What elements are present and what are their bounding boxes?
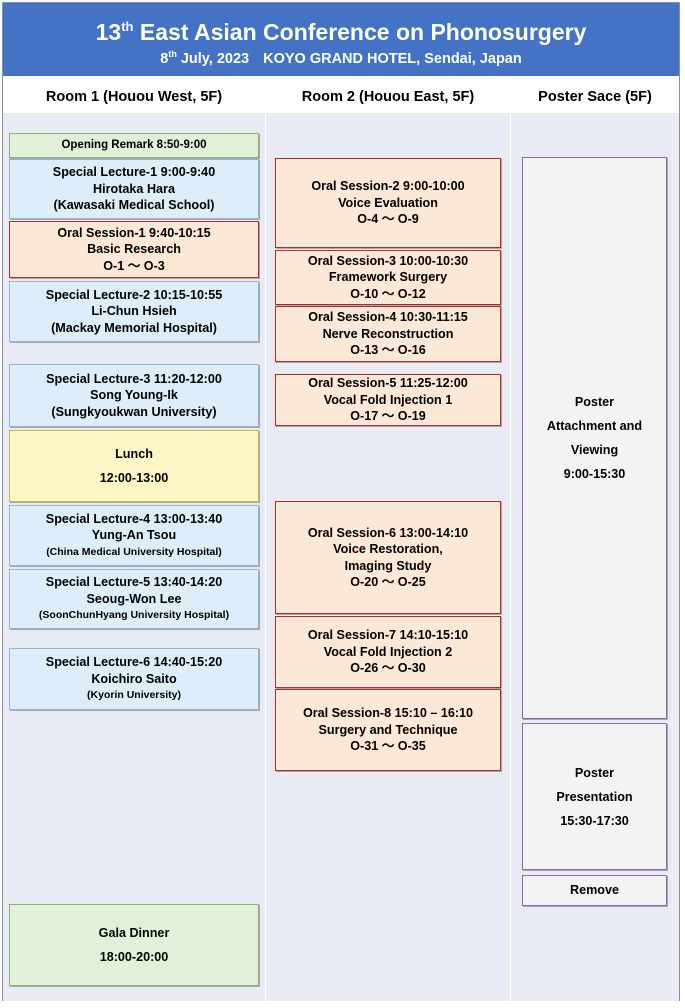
- special-lecture-2: Special Lecture-2 10:15-10:55 Li-Chun Hs…: [9, 281, 259, 342]
- presentation-range: O-26 〜 O-30: [350, 661, 426, 676]
- session-title: Oral Session-8 15:10 – 16:10: [302, 706, 474, 721]
- oral-session-2: Oral Session-2 9:00-10:00 Voice Evaluati…: [275, 158, 501, 248]
- session-topic: Imaging Study: [344, 558, 432, 573]
- presentation-range: O-20 〜 O-25: [350, 575, 426, 589]
- session-title: Oral Session-6 13:00-14:10: [307, 525, 469, 540]
- session-title: Special Lecture-6 14:40-15:20: [45, 655, 223, 670]
- session-title: Special Lecture-4 13:00-13:40: [45, 511, 223, 526]
- session-title: Oral Session-3 10:00-10:30: [307, 253, 469, 268]
- oral-session-1: Oral Session-1 9:40-10:15 Basic Research…: [9, 221, 259, 278]
- speaker-name: Yung-An Tsou: [91, 528, 177, 543]
- poster-time: 9:00-15:30: [563, 467, 626, 481]
- special-lecture-1: Special Lecture-1 9:00-9:40 Hirotaka Har…: [9, 159, 259, 219]
- opening-remark-label: Opening Remark 8:50-9:00: [61, 139, 207, 152]
- session-title: Special Lecture-3 11:20-12:00: [46, 371, 222, 386]
- oral-session-3: Oral Session-3 10:00-10:30 Framework Sur…: [275, 250, 501, 305]
- poster-time: 15:30-17:30: [560, 813, 629, 828]
- session-title: Oral Session-7 14:10-15:10: [307, 628, 469, 643]
- speaker-affiliation: (Sungkyoukwan University): [51, 404, 217, 419]
- poster-label: Attachment and: [546, 419, 643, 433]
- opening-remark: Opening Remark 8:50-9:00: [9, 133, 259, 158]
- speaker-name: Hirotaka Hara: [93, 181, 175, 196]
- gala-time: 18:00-20:00: [99, 950, 169, 964]
- session-title: Oral Session-2 9:00-10:00: [311, 179, 465, 194]
- session-title: Special Lecture-1 9:00-9:40: [52, 165, 216, 180]
- presentation-range: O-17 〜 O-19: [350, 409, 426, 424]
- presentation-range: O-13 〜 O-16: [350, 343, 426, 358]
- session-topic: Surgery and Technique: [318, 722, 458, 737]
- special-lecture-4: Special Lecture-4 13:00-13:40 Yung-An Ts…: [9, 505, 259, 566]
- special-lecture-3: Special Lecture-3 11:20-12:00 Song Young…: [9, 364, 259, 427]
- gala-dinner: Gala Dinner 18:00-20:00: [9, 904, 259, 986]
- gala-label: Gala Dinner: [98, 926, 170, 940]
- poster-label: Viewing: [570, 443, 619, 457]
- speaker-name: Song Young-Ik: [90, 388, 178, 403]
- poster-space-header: Poster Sace (5F): [538, 89, 652, 105]
- presentation-range: O-31 〜 O-35: [350, 739, 426, 754]
- conference-header: 13th East Asian Conference on Phonosurge…: [3, 3, 679, 76]
- session-title: Oral Session-1 9:40-10:15: [57, 225, 211, 240]
- oral-session-4: Oral Session-4 10:30-11:15 Nerve Reconst…: [275, 306, 501, 362]
- speaker-name: Seoug-Won Lee: [86, 591, 182, 606]
- speaker-affiliation: (China Medical University Hospital): [46, 545, 222, 558]
- session-topic: Nerve Reconstruction: [322, 326, 454, 341]
- session-topic: Voice Evaluation: [338, 195, 438, 210]
- session-topic: Framework Surgery: [328, 270, 448, 285]
- column-divider: [510, 113, 511, 1001]
- lunch-label: Lunch: [115, 447, 153, 461]
- speaker-affiliation: (Kawasaki Medical School): [53, 198, 215, 213]
- lunch-time: 12:00-13:00: [99, 471, 169, 485]
- poster-label: Presentation: [556, 789, 633, 804]
- poster-viewing: Poster Attachment and Viewing 9:00-15:30: [522, 157, 667, 719]
- conference-title: 13th East Asian Conference on Phonosurge…: [95, 19, 587, 45]
- presentation-range: O-1 〜 O-3: [103, 258, 165, 273]
- session-topic: Basic Research: [87, 242, 181, 257]
- session-title: Special Lecture-5 13:40-14:20: [45, 575, 223, 590]
- poster-presentation: Poster Presentation 15:30-17:30: [522, 723, 667, 870]
- poster-label: Poster: [574, 395, 615, 409]
- poster-remove-label: Remove: [570, 883, 619, 898]
- oral-session-7: Oral Session-7 14:10-15:10 Vocal Fold In…: [275, 616, 501, 688]
- poster-label: Poster: [574, 765, 615, 780]
- speaker-affiliation: (Kyorin University): [87, 689, 181, 702]
- session-title: Oral Session-4 10:30-11:15: [308, 310, 468, 325]
- presentation-range: O-10 〜 O-12: [350, 286, 426, 301]
- oral-session-6: Oral Session-6 13:00-14:10 Voice Restora…: [275, 501, 501, 614]
- session-topic: Voice Restoration,: [333, 542, 443, 556]
- speaker-name: Li-Chun Hsieh: [91, 304, 177, 319]
- speaker-affiliation: (SoonChunHyang University Hospital): [38, 609, 230, 622]
- column-divider: [265, 113, 266, 1001]
- speaker-name: Koichiro Saito: [91, 671, 177, 686]
- session-topic: Vocal Fold Injection 2: [323, 644, 453, 659]
- poster-remove: Remove: [522, 875, 667, 906]
- oral-session-8: Oral Session-8 15:10 – 16:10 Surgery and…: [275, 689, 501, 771]
- lunch-break: Lunch 12:00-13:00: [9, 430, 259, 502]
- session-title: Special Lecture-2 10:15-10:55: [45, 287, 223, 302]
- special-lecture-6: Special Lecture-6 14:40-15:20 Koichiro S…: [9, 648, 259, 710]
- session-topic: Vocal Fold Injection 1: [323, 392, 453, 407]
- oral-session-5: Oral Session-5 11:25-12:00 Vocal Fold In…: [275, 374, 501, 426]
- room1-header: Room 1 (Houou West, 5F): [45, 89, 223, 105]
- special-lecture-5: Special Lecture-5 13:40-14:20 Seoug-Won …: [9, 569, 259, 629]
- room2-header: Room 2 (Houou East, 5F): [301, 89, 475, 105]
- speaker-affiliation: (Mackay Memorial Hospital): [51, 320, 217, 335]
- presentation-range: O-4 〜 O-9: [357, 212, 419, 227]
- session-title: Oral Session-5 11:25-12:00: [308, 376, 468, 391]
